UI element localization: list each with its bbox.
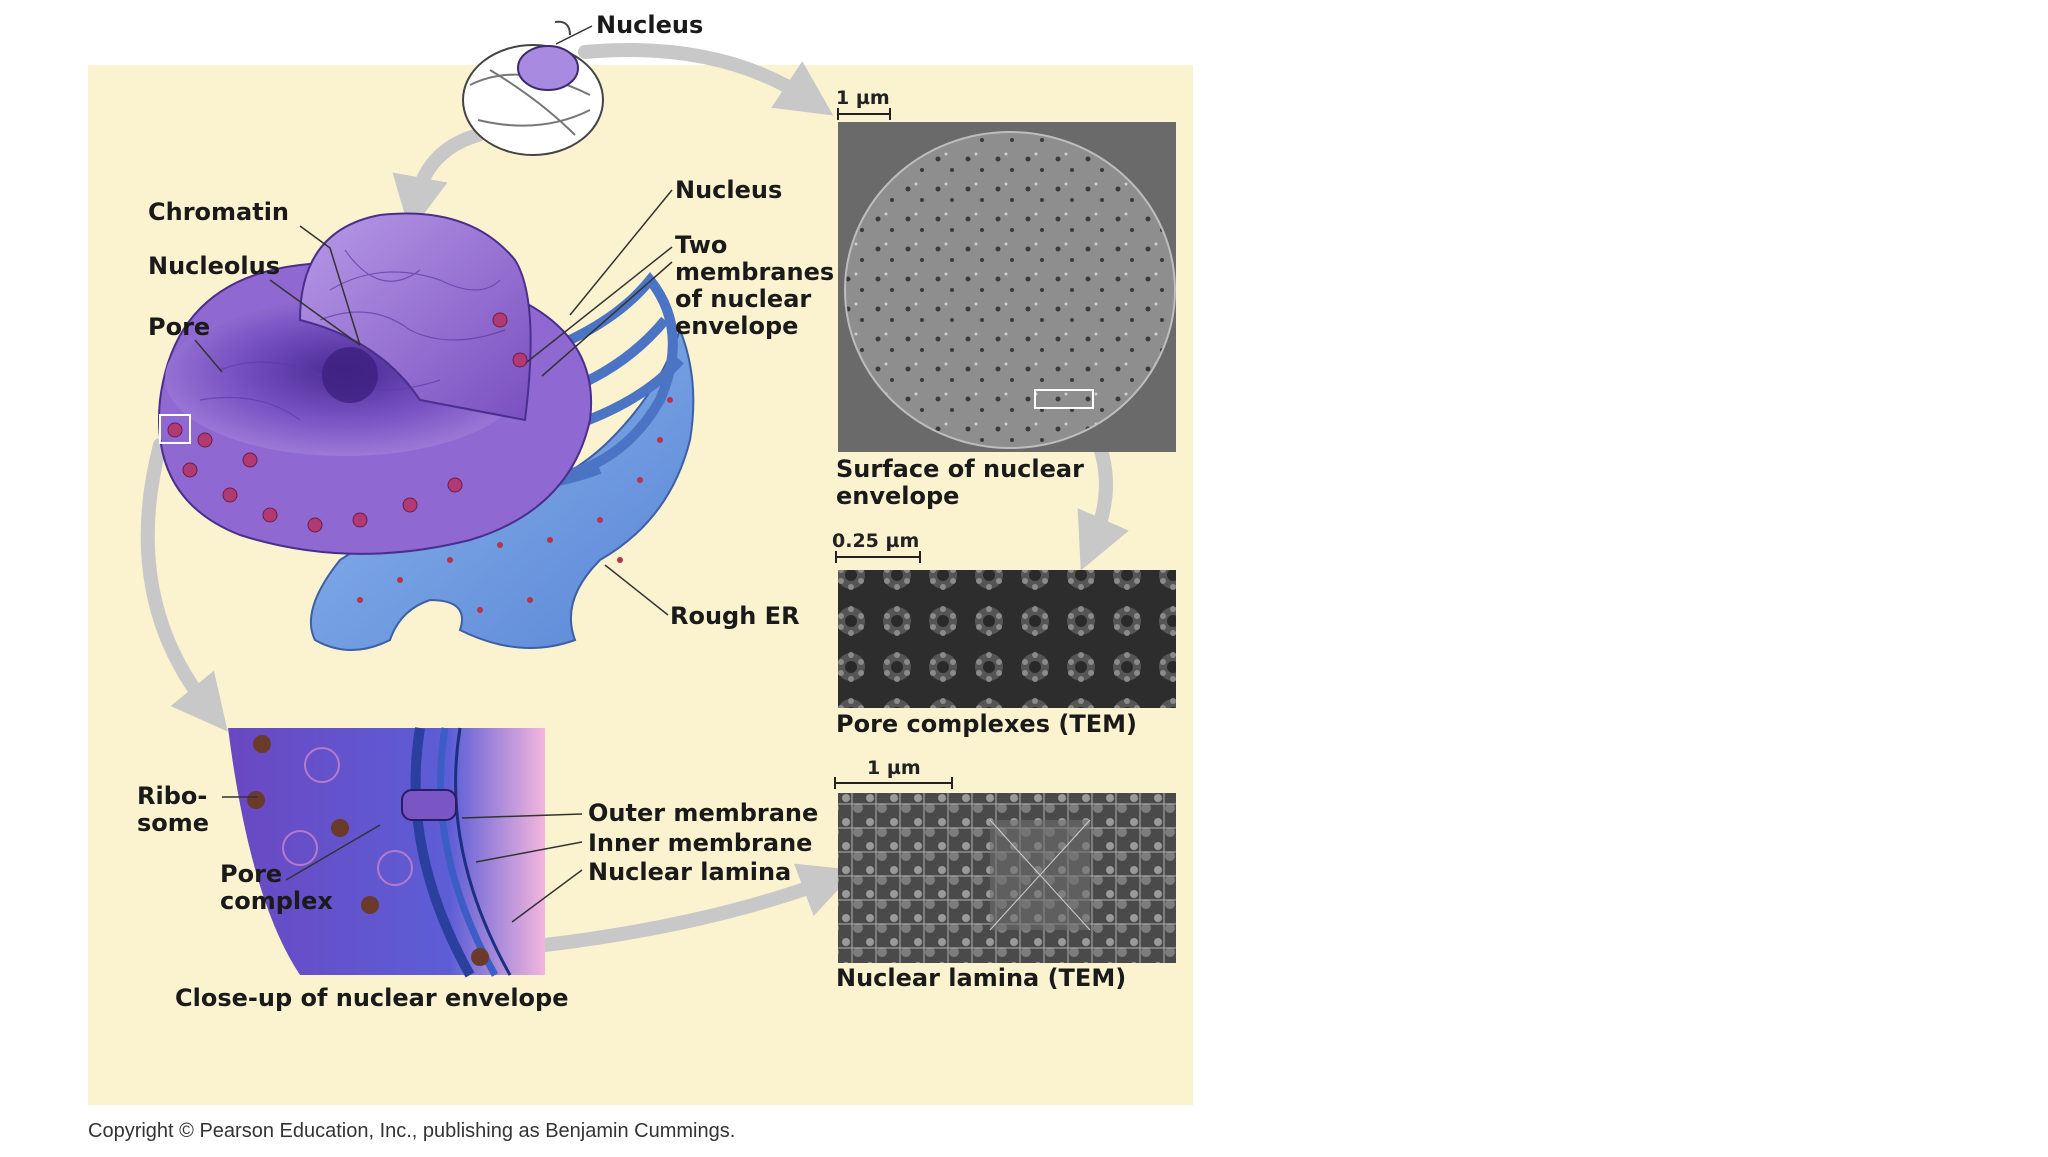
micrograph-pore-complexes [838, 570, 1176, 708]
label-outer-membrane: Outer membrane [588, 799, 819, 827]
closeup-caption: Close-up of nuclear envelope [175, 984, 569, 1012]
caption-surface: Surface of nuclear envelope [836, 455, 1084, 510]
label-pore: Pore [148, 313, 211, 341]
caption-pores: Pore complexes (TEM) [836, 710, 1137, 738]
copyright-text: Copyright © Pearson Education, Inc., pub… [88, 1120, 736, 1142]
label-pore-complex: Pore complex [220, 860, 333, 915]
leader-lines [194, 25, 673, 923]
label-two-membranes: Two membranes of nuclear envelope [675, 231, 835, 340]
micrograph-nuclear-lamina [838, 793, 1176, 963]
scale-pores: 0.25 µm [832, 530, 920, 552]
cell-icon [462, 20, 604, 156]
label-rough-er: Rough ER [670, 602, 800, 630]
label-nuclear-lamina: Nuclear lamina [588, 858, 792, 886]
scale-surface: 1 µm [836, 87, 890, 109]
label-chromatin: Chromatin [148, 198, 290, 226]
nucleus-illustration [158, 212, 593, 555]
scale-bars [834, 108, 953, 789]
label-nucleolus: Nucleolus [148, 252, 280, 280]
label-ribosome: Ribo- some [137, 782, 210, 837]
caption-lamina: Nuclear lamina (TEM) [836, 964, 1127, 992]
closeup-illustration [228, 727, 545, 978]
label-nucleus: Nucleus [675, 176, 783, 204]
scale-lamina: 1 µm [867, 757, 921, 779]
micrograph-surface [838, 122, 1176, 452]
label-inner-membrane: Inner membrane [588, 829, 813, 857]
label-nucleus-top: Nucleus [596, 11, 704, 39]
